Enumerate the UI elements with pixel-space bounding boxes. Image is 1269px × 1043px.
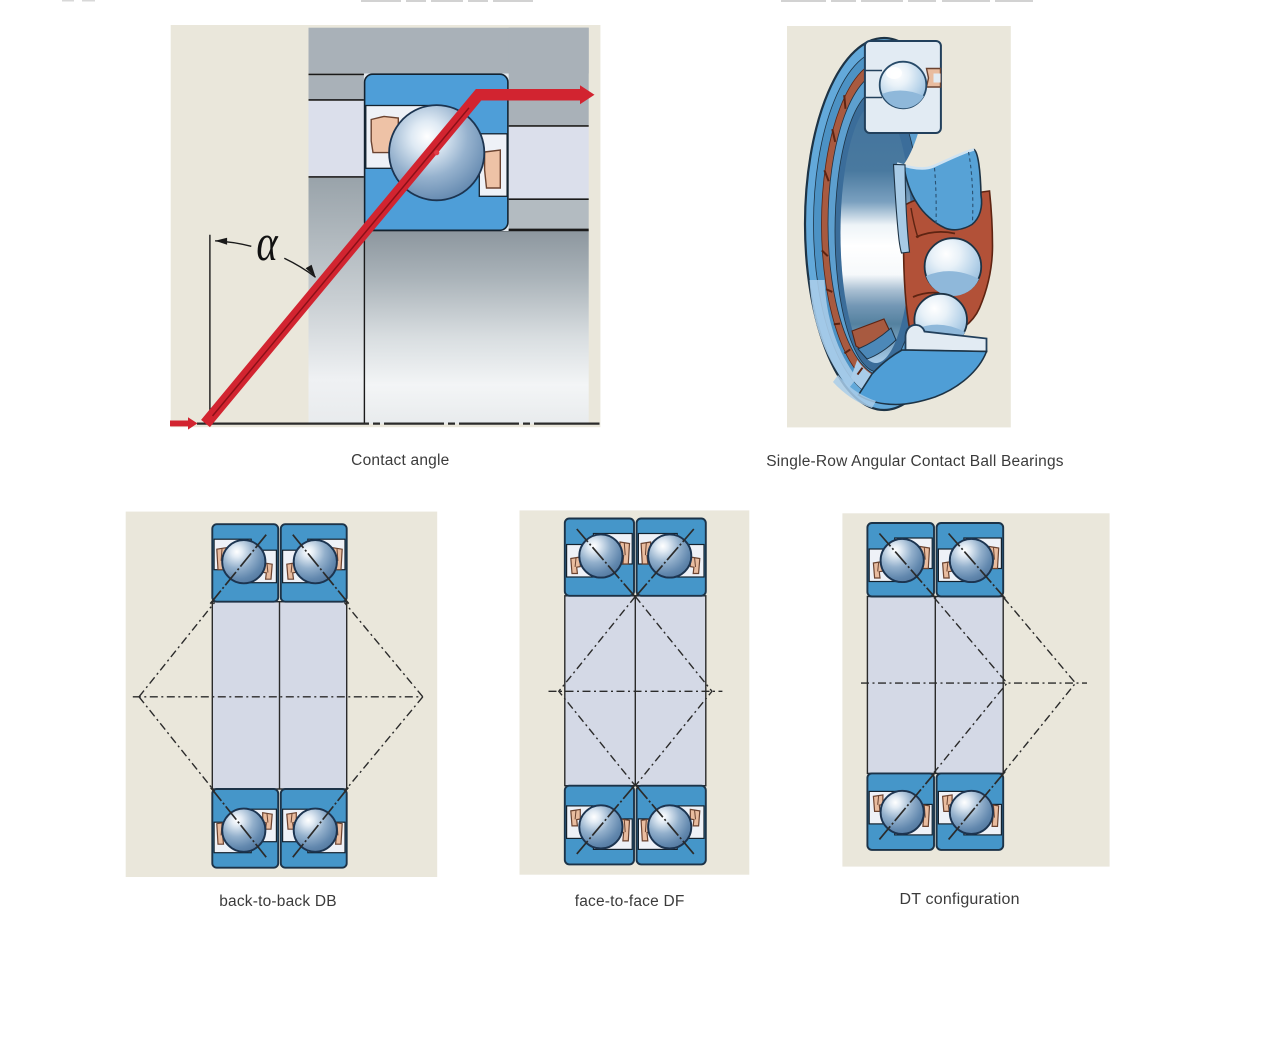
svg-text:Contact angle: Contact angle bbox=[351, 452, 449, 469]
svg-text:α: α bbox=[256, 214, 279, 272]
svg-text:Single-Row Angular Contact Bal: Single-Row Angular Contact Ball Bearings bbox=[766, 453, 1064, 470]
svg-text:face-to-face DF: face-to-face DF bbox=[575, 893, 685, 910]
svg-text:back-to-back DB: back-to-back DB bbox=[219, 893, 337, 910]
svg-text:DT configuration: DT configuration bbox=[899, 891, 1019, 908]
